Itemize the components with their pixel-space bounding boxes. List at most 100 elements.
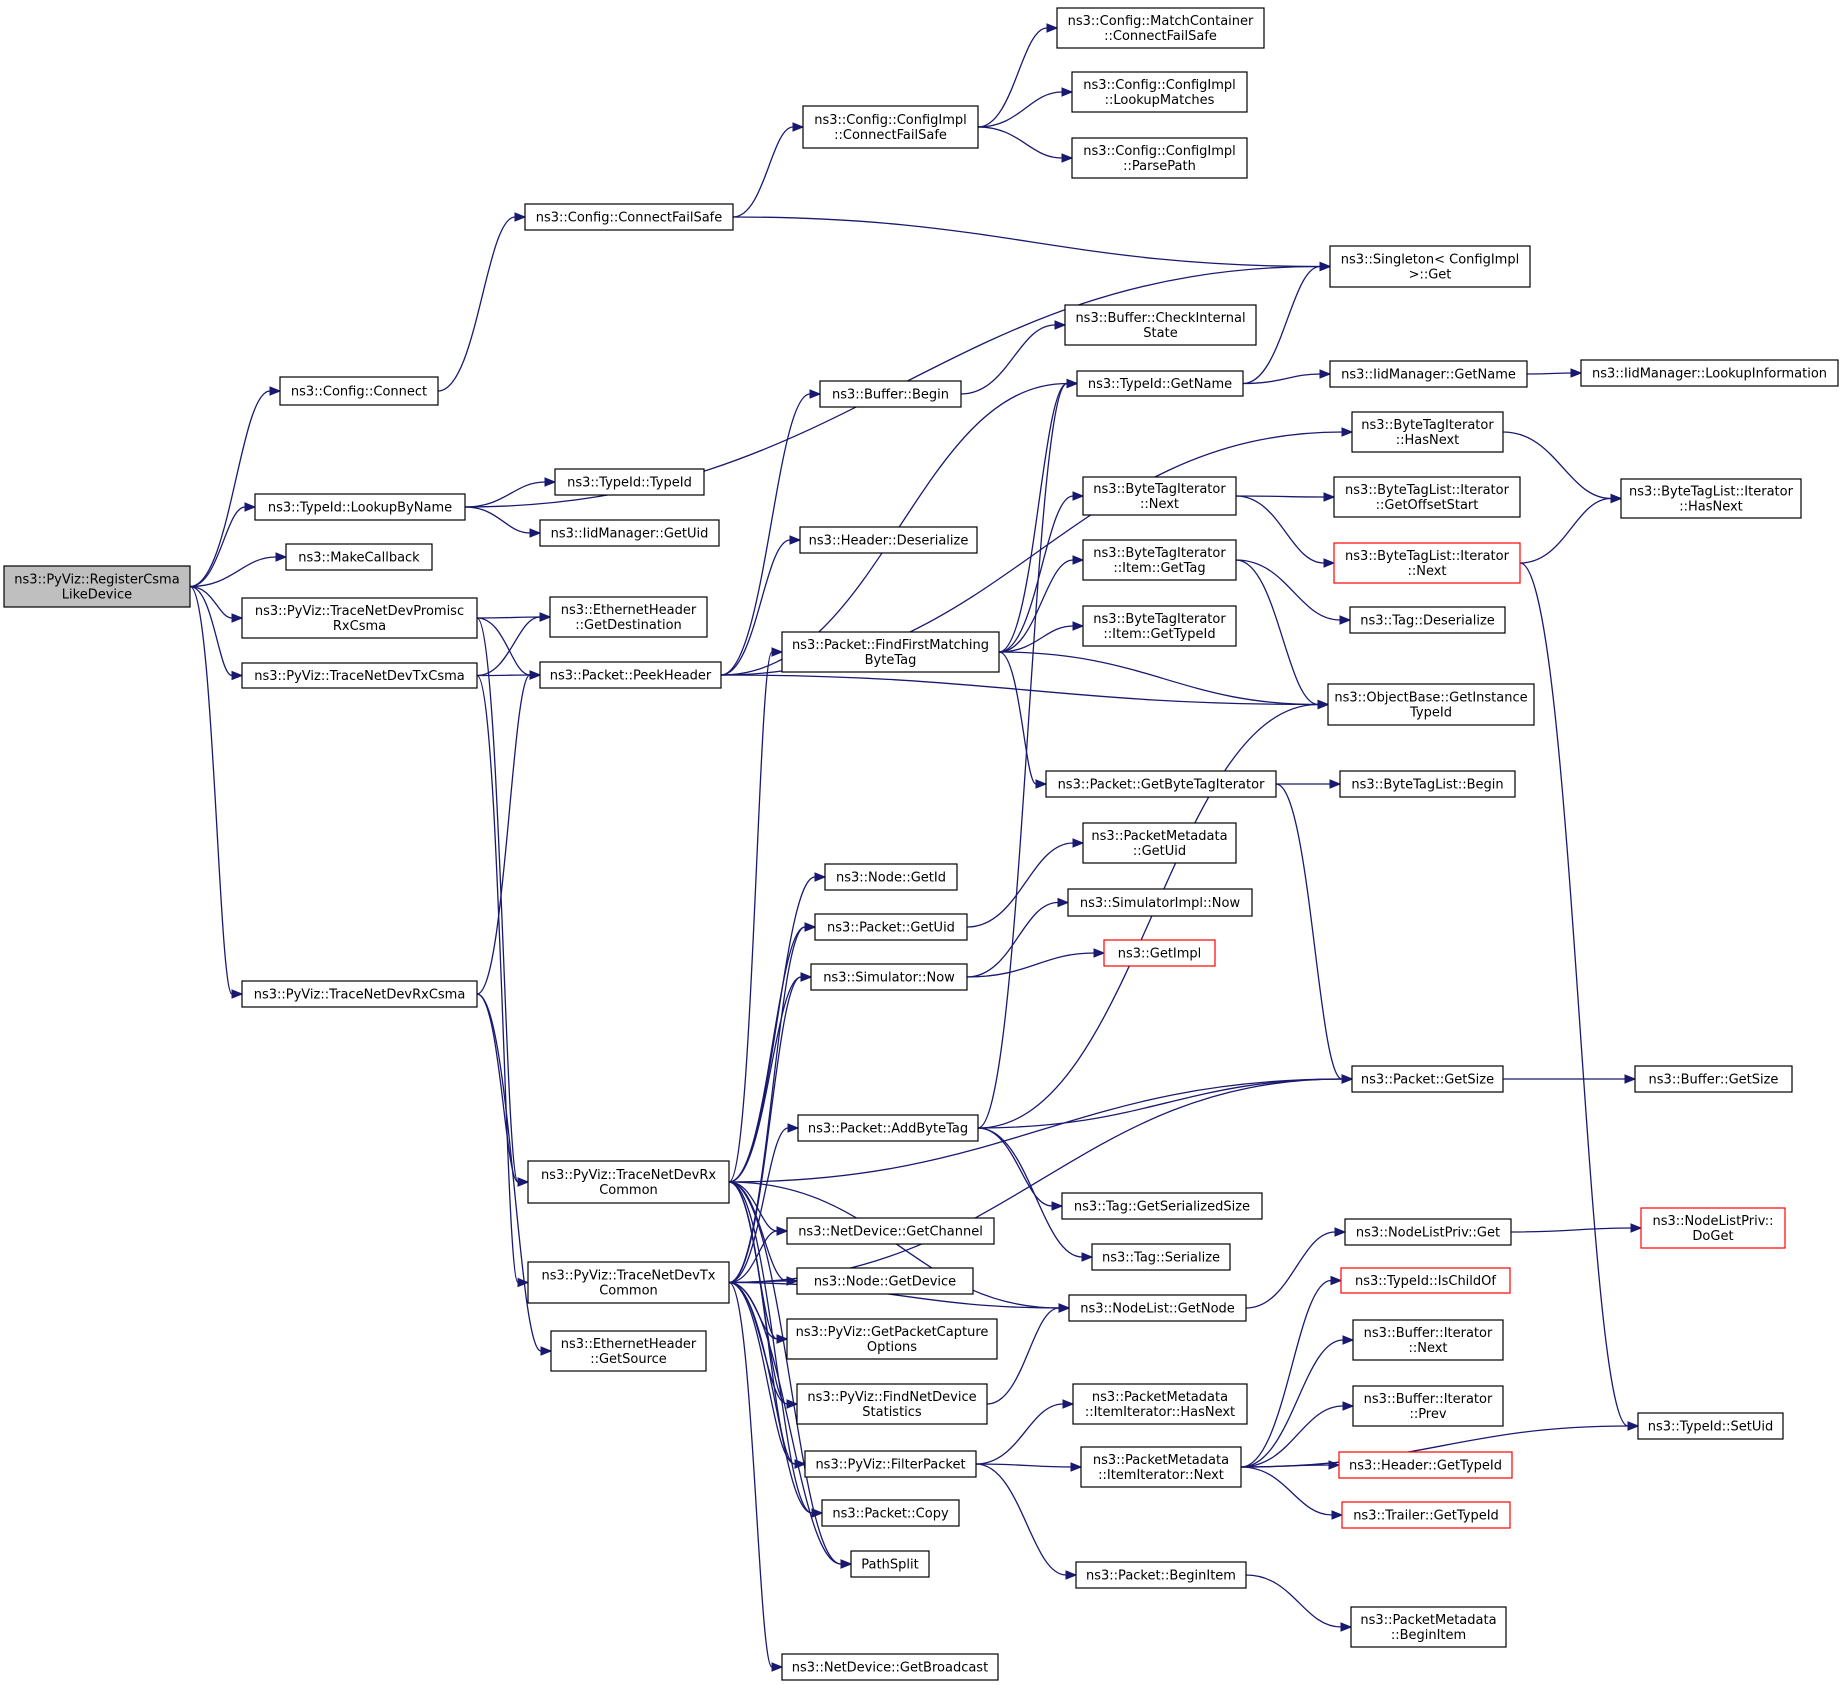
node-cfgimpl-lm[interactable]: ns3::Config::ConfigImpl::LookupMatches bbox=[1071, 71, 1248, 113]
node-iid-getname[interactable]: ns3::IidManager::GetName bbox=[1329, 360, 1528, 388]
node-box bbox=[781, 631, 1000, 673]
node-bti-hasnext[interactable]: ns3::ByteTagIterator::HasNext bbox=[1351, 411, 1504, 453]
node-pkt-addbt[interactable]: ns3::Packet::AddByteTag bbox=[797, 1114, 979, 1142]
node-btl-begin[interactable]: ns3::ByteTagList::Begin bbox=[1339, 770, 1516, 798]
node-cfg-cfs[interactable]: ns3::Config::ConnectFailSafe bbox=[524, 203, 734, 231]
node-nd-getbcast[interactable]: ns3::NetDevice::GetBroadcast bbox=[781, 1653, 999, 1681]
edge-line bbox=[732, 126, 794, 218]
node-pm-beginitem[interactable]: ns3::PacketMetadata::BeginItem bbox=[1350, 1606, 1507, 1648]
node-label: ns3::Packet::FindFirstMatching bbox=[792, 638, 989, 653]
edge-arrowhead bbox=[1323, 492, 1336, 502]
node-typeid-ctor[interactable]: ns3::TypeId::TypeId bbox=[554, 468, 705, 496]
node-pkt-getuid[interactable]: ns3::Packet::GetUid bbox=[814, 913, 968, 941]
node-box bbox=[279, 376, 439, 406]
edge-arrowhead bbox=[1319, 369, 1332, 379]
edge-line bbox=[728, 1181, 796, 1465]
node-bti-item-gettag[interactable]: ns3::ByteTagIterator::Item::GetTag bbox=[1082, 539, 1237, 581]
node-iid-lookupinfo[interactable]: ns3::IidManager::LookupInformation bbox=[1580, 359, 1839, 387]
node-cfgimpl-pp[interactable]: ns3::Config::ConfigImpl::ParsePath bbox=[1071, 137, 1248, 179]
node-iid-getuid[interactable]: ns3::IidManager::GetUid bbox=[539, 519, 720, 547]
node-box bbox=[810, 963, 968, 991]
node-pyviz-filter[interactable]: ns3::PyViz::FilterPacket bbox=[804, 1450, 977, 1478]
node-pm-ii-next[interactable]: ns3::PacketMetadata::ItemIterator::Next bbox=[1080, 1446, 1242, 1488]
node-node-getid[interactable]: ns3::Node::GetId bbox=[824, 863, 958, 891]
node-bti-item-gettypeid[interactable]: ns3::ByteTagIterator::Item::GetTypeId bbox=[1082, 605, 1237, 647]
edge-arrowhead bbox=[1627, 1421, 1640, 1431]
edge-arrowhead bbox=[1072, 555, 1085, 565]
node-box bbox=[799, 526, 978, 554]
node-pkt-getbti[interactable]: ns3::Packet::GetByteTagIterator bbox=[1045, 770, 1277, 798]
edge-line bbox=[975, 1403, 1064, 1465]
node-makecb[interactable]: ns3::MakeCallback bbox=[285, 543, 433, 571]
node-tnd-txcsma[interactable]: ns3::PyViz::TraceNetDevTxCsma bbox=[241, 662, 478, 689]
node-tag-ser[interactable]: ns3::Tag::Serialize bbox=[1091, 1243, 1231, 1271]
node-node-getdevice[interactable]: ns3::Node::GetDevice bbox=[796, 1267, 974, 1295]
node-eth-getsrc[interactable]: ns3::EthernetHeader::GetSource bbox=[550, 1330, 707, 1372]
node-getimpl[interactable]: ns3::GetImpl bbox=[1103, 939, 1216, 967]
node-nlp-doget[interactable]: ns3::NodeListPriv::DoGet bbox=[1640, 1207, 1786, 1249]
node-buf-getsize[interactable]: ns3::Buffer::GetSize bbox=[1634, 1065, 1793, 1093]
node-btl-it-hasnext[interactable]: ns3::ByteTagList::Iterator::HasNext bbox=[1620, 478, 1802, 519]
node-label: ::Prev bbox=[1409, 1407, 1446, 1422]
node-cfgimpl-cfs[interactable]: ns3::Config::ConfigImpl::ConnectFailSafe bbox=[802, 105, 979, 149]
node-label: ns3::PyViz::TraceNetDevRx bbox=[541, 1168, 716, 1183]
node-btl-it-next[interactable]: ns3::ByteTagList::Iterator::Next bbox=[1333, 542, 1521, 584]
node-mc-cfs[interactable]: ns3::Config::MatchContainer::ConnectFail… bbox=[1056, 7, 1265, 49]
node-typeid-setuid[interactable]: ns3::TypeId::SetUid bbox=[1637, 1412, 1784, 1440]
edge-line bbox=[998, 651, 1319, 706]
node-pm-getuid[interactable]: ns3::PacketMetadata::GetUid bbox=[1082, 822, 1237, 864]
node-label: ns3::PyViz::GetPacketCapture bbox=[796, 1325, 989, 1340]
node-hdr-gettypeid[interactable]: ns3::Header::GetTypeId bbox=[1338, 1451, 1513, 1479]
node-buf-it-next[interactable]: ns3::Buffer::Iterator::Next bbox=[1352, 1319, 1504, 1361]
node-label: ns3::Buffer::Iterator bbox=[1364, 1326, 1493, 1341]
node-eth-getdest[interactable]: ns3::EthernetHeader::GetDestination bbox=[549, 596, 708, 638]
node-singleton[interactable]: ns3::Singleton< ConfigImpl>::Get bbox=[1329, 245, 1531, 288]
node-simimpl-now[interactable]: ns3::SimulatorImpl::Now bbox=[1067, 888, 1253, 917]
edge-arrowhead bbox=[244, 502, 257, 512]
node-nl-getnode[interactable]: ns3::NodeList::GetNode bbox=[1068, 1294, 1247, 1322]
edge-line bbox=[966, 842, 1074, 928]
node-tnd-rxcsma[interactable]: ns3::PyViz::TraceNetDevRxCsma bbox=[241, 980, 478, 1008]
edge-root-to-typeid-lbn bbox=[189, 502, 257, 588]
node-pathsplit[interactable]: PathSplit bbox=[850, 1550, 930, 1578]
edge-typeid-lbn-to-iid-getuid bbox=[464, 506, 542, 538]
node-typeid-getname[interactable]: ns3::TypeId::GetName bbox=[1076, 370, 1244, 397]
edge-arrowhead bbox=[1341, 1074, 1354, 1084]
edge-line bbox=[476, 993, 542, 1352]
node-label: ns3::NodeListPriv::Get bbox=[1356, 1226, 1500, 1241]
node-peekheader[interactable]: ns3::Packet::PeekHeader bbox=[539, 661, 722, 689]
node-btl-it-getoff[interactable]: ns3::ByteTagList::Iterator::GetOffsetSta… bbox=[1333, 476, 1521, 518]
node-box bbox=[1338, 1451, 1513, 1479]
node-hdr-deser[interactable]: ns3::Header::Deserialize bbox=[799, 526, 978, 554]
node-bti-next[interactable]: ns3::ByteTagIterator::Next bbox=[1082, 476, 1237, 516]
node-tag-deser[interactable]: ns3::Tag::Deserialize bbox=[1349, 606, 1506, 634]
node-nlp-get[interactable]: ns3::NodeListPriv::Get bbox=[1344, 1218, 1512, 1246]
node-buf-begin[interactable]: ns3::Buffer::Begin bbox=[819, 380, 962, 408]
node-nd-getchannel[interactable]: ns3::NetDevice::GetChannel bbox=[786, 1217, 995, 1245]
node-buf-it-prev[interactable]: ns3::Buffer::Iterator::Prev bbox=[1352, 1385, 1504, 1427]
edge-arrowhead bbox=[231, 989, 244, 999]
node-typeid-lbn[interactable]: ns3::TypeId::LookupByName bbox=[254, 493, 466, 521]
node-typeid-ischildof[interactable]: ns3::TypeId::IsChildOf bbox=[1340, 1267, 1511, 1294]
node-tag-getsersize[interactable]: ns3::Tag::GetSerializedSize bbox=[1061, 1192, 1263, 1220]
edge-arrowhead bbox=[789, 535, 802, 545]
node-pkt-beginitem[interactable]: ns3::Packet::BeginItem bbox=[1075, 1561, 1247, 1589]
node-pkt-copy[interactable]: ns3::Packet::Copy bbox=[821, 1499, 960, 1527]
node-pm-ii-hasnext[interactable]: ns3::PacketMetadata::ItemIterator::HasNe… bbox=[1072, 1383, 1248, 1425]
node-trl-gettypeid[interactable]: ns3::Trailer::GetTypeId bbox=[1341, 1501, 1511, 1529]
node-sim-now[interactable]: ns3::Simulator::Now bbox=[810, 963, 968, 991]
node-label: ns3::Buffer::Begin bbox=[832, 388, 949, 403]
node-pkt-getsize[interactable]: ns3::Packet::GetSize bbox=[1351, 1065, 1504, 1093]
edge-pkt-addbt-to-tag-ser bbox=[977, 1127, 1094, 1262]
edge-arrowhead bbox=[517, 1177, 530, 1187]
node-cfg-connect[interactable]: ns3::Config::Connect bbox=[279, 376, 439, 406]
